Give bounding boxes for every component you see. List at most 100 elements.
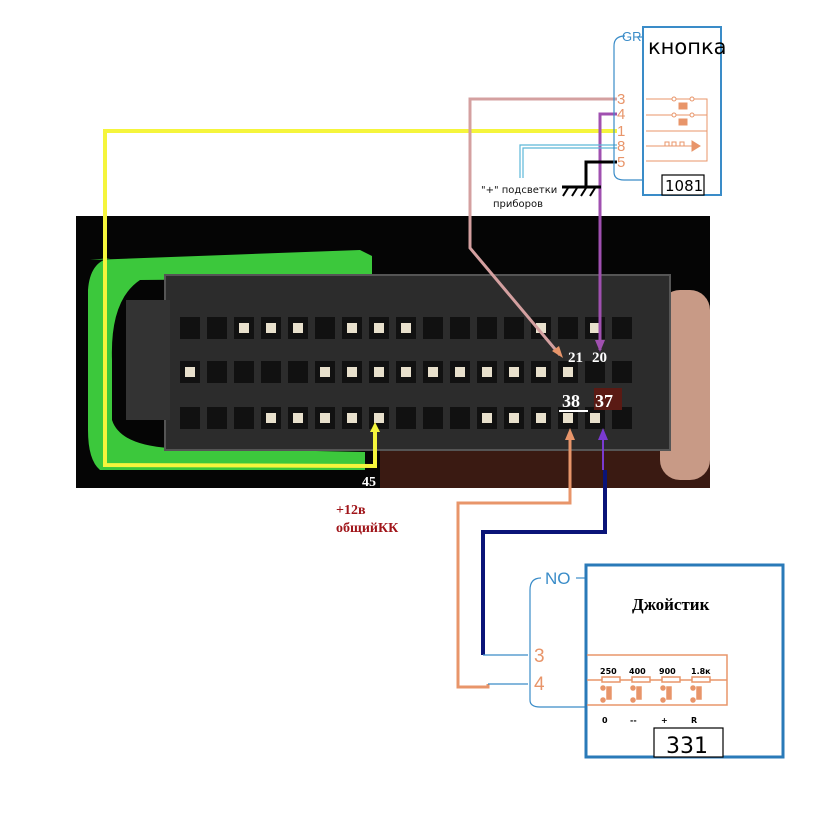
- pin-terminal: [320, 413, 330, 423]
- resistor-label-2: 400: [629, 667, 646, 676]
- wire-orange: [456, 432, 572, 689]
- pin-cavity: [207, 361, 227, 383]
- pin-cavity: [423, 407, 443, 429]
- pin-cavity: [450, 407, 470, 429]
- wire-yellow: [103, 129, 617, 469]
- pin-cavity: [180, 407, 200, 429]
- wire-navy: [481, 470, 607, 655]
- pin-terminal: [374, 367, 384, 377]
- pin-cavity: [207, 317, 227, 339]
- joystick-group-label: NO: [545, 569, 571, 588]
- pin-terminal: [482, 413, 492, 423]
- pin-label-21: 21: [568, 350, 583, 366]
- pin-cavity: [585, 361, 605, 383]
- arrow-45: [370, 422, 380, 432]
- pin-cavity: [396, 407, 416, 429]
- pin-terminal: [509, 367, 519, 377]
- button-module: GR кнопка 3 4 1 8 5 1081: [613, 26, 727, 196]
- pin-terminal: [320, 367, 330, 377]
- pin-terminal: [293, 413, 303, 423]
- arrow-37: [598, 428, 608, 440]
- pin-terminal: [374, 413, 384, 423]
- pin-cavity: [234, 407, 254, 429]
- pin-cavity: [234, 361, 254, 383]
- button-pin-5: 5: [617, 154, 625, 171]
- pin-label-38: 38: [562, 391, 580, 411]
- pin-terminal: [401, 323, 411, 333]
- backlight-label-line1: "+" подсветки: [481, 185, 557, 196]
- pin-label-45: 45: [362, 475, 376, 490]
- button-label-0: 0: [602, 716, 608, 725]
- joystick-part-code-box: [653, 727, 724, 758]
- pin-37-highlight: [594, 388, 622, 410]
- pin-label-20: 20: [592, 350, 607, 366]
- pin-terminal: [293, 323, 303, 333]
- button-label-r: R: [691, 716, 697, 725]
- joystick-module: NO Джойстик 3 4 250 400 900 1.8к 0 -- +: [529, 563, 785, 759]
- button-schematic: [646, 96, 708, 162]
- joystick-part-code: 331: [666, 734, 708, 759]
- arrow-21: [552, 346, 563, 358]
- pin-cavity: [612, 317, 632, 339]
- wires: [103, 97, 617, 689]
- button-group-label: GR: [622, 29, 642, 44]
- button-label-minus: --: [630, 716, 637, 725]
- button-module-title: кнопка: [648, 35, 727, 59]
- arrow-38: [565, 428, 575, 440]
- pin-cavity: [504, 317, 524, 339]
- resistor-label-1: 250: [600, 667, 617, 676]
- button-pin-3: 3: [617, 91, 625, 108]
- connector-photo: [76, 216, 710, 488]
- pin-terminal: [536, 367, 546, 377]
- button-module-box: [642, 26, 722, 196]
- joystick-pin-4: 4: [534, 674, 545, 695]
- wire-cyan: [519, 144, 617, 178]
- pin-terminal: [185, 367, 195, 377]
- joystick-pin-3: 3: [534, 646, 545, 667]
- pin-terminal: [266, 413, 276, 423]
- green-latch: [88, 250, 372, 470]
- pin-terminal: [374, 323, 384, 333]
- pin-cavity: [477, 317, 497, 339]
- resistor-label-4: 1.8к: [691, 667, 711, 676]
- backlight-label-line2: приборов: [493, 199, 543, 210]
- button-pin-1: 1: [617, 123, 625, 140]
- button-part-code-box: [661, 174, 705, 196]
- joystick-schematic: [587, 654, 728, 706]
- button-pin-4: 4: [617, 106, 625, 123]
- resistor-label-3: 900: [659, 667, 676, 676]
- pin-terminal: [266, 323, 276, 333]
- pin-terminal: [563, 367, 573, 377]
- pin-terminal: [509, 413, 519, 423]
- pin-cavity: [612, 407, 632, 429]
- button-part-code: 1081: [665, 177, 703, 195]
- power-label-line2: общийКК: [336, 521, 399, 536]
- pin-terminal: [482, 367, 492, 377]
- pin-cavity: [180, 317, 200, 339]
- pin-terminal: [401, 367, 411, 377]
- joystick-module-title: Джойстик: [632, 595, 710, 614]
- pin-terminal: [563, 413, 573, 423]
- arrow-20: [595, 340, 605, 352]
- button-label-plus: +: [661, 716, 668, 725]
- pin-terminal: [347, 413, 357, 423]
- pin-terminal: [590, 413, 600, 423]
- pin-terminal: [536, 413, 546, 423]
- pin-cavity: [558, 317, 578, 339]
- pin-cavity: [612, 361, 632, 383]
- power-label-line1: +12в: [336, 503, 366, 518]
- pin-cavity: [450, 317, 470, 339]
- pin-terminal: [239, 323, 249, 333]
- pin-labels: 21 20 38 37 45: [362, 350, 622, 490]
- pin-terminal: [428, 367, 438, 377]
- pin-terminal: [455, 367, 465, 377]
- connector-side: [126, 300, 170, 420]
- joystick-module-box: [584, 563, 785, 759]
- pin-terminal: [536, 323, 546, 333]
- pin-cavity: [423, 317, 443, 339]
- pin-cavity: [207, 407, 227, 429]
- pin-grid: [180, 317, 632, 429]
- pin-cavity: [288, 361, 308, 383]
- wire-pink: [468, 97, 617, 356]
